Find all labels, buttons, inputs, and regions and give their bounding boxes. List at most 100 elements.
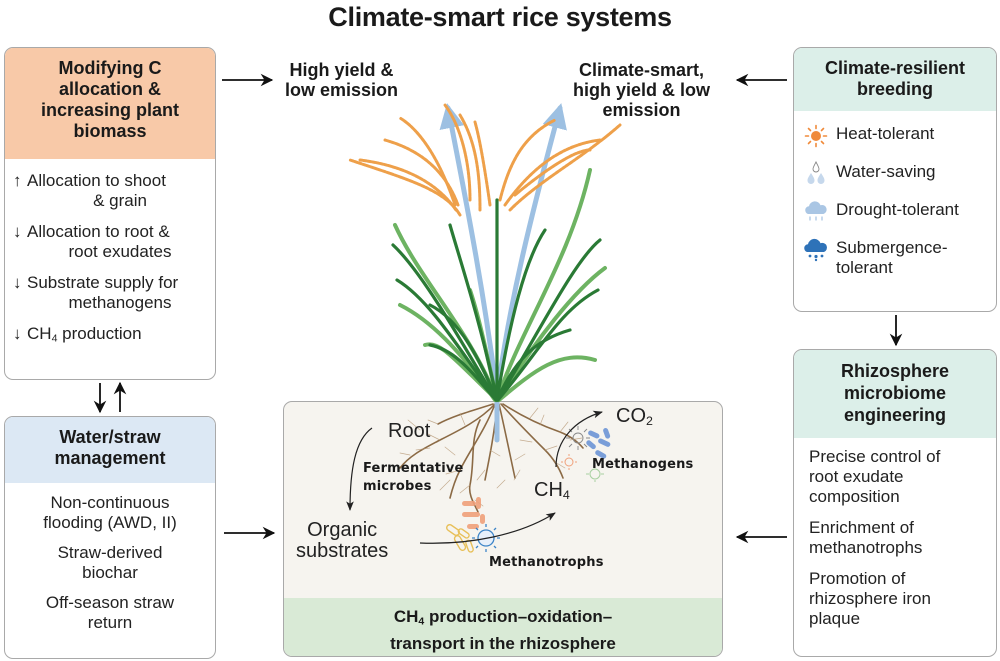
list-item: Off-season straw return: [9, 593, 211, 633]
decrease-arrow-icon: ↓: [13, 273, 22, 292]
header-line: Climate-resilient: [824, 58, 966, 78]
outcome-left-line1: High yield &: [289, 60, 394, 80]
item-text: flooding (AWD, II): [43, 513, 177, 532]
root-label: Root: [388, 420, 431, 442]
breeding-header: Climate-resilient breeding: [794, 48, 996, 111]
caption-line: transport in the rhizosphere: [390, 633, 616, 653]
list-item: Straw-derived biochar: [9, 543, 211, 583]
header-line: engineering: [843, 405, 946, 425]
list-item: Drought-tolerant: [802, 200, 992, 224]
item-text: Enrichment of: [809, 518, 914, 537]
header-line: Rhizosphere: [840, 361, 950, 381]
co2-label: CO2: [616, 405, 653, 432]
item-text: biochar: [82, 563, 138, 582]
rice-leaves: [391, 168, 607, 402]
heavy-rain-cloud-icon: [802, 238, 830, 262]
rhizosphere-process-caption: CH4 production–oxidation– transport in t…: [284, 598, 722, 656]
item-text: Off-season straw: [45, 593, 175, 612]
caption-text: production–oxidation–: [424, 607, 613, 626]
label-line: microbes: [363, 479, 432, 494]
rice-panicles: [348, 103, 622, 217]
list-item: ↑ Allocation to shoot & grain: [13, 171, 211, 211]
caption-text: CH: [393, 607, 419, 626]
outcome-high-yield-low-emission: High yield & low emission: [285, 60, 398, 100]
outcome-climate-smart: Climate-smart, high yield & low emission: [573, 60, 710, 120]
fermentative-microbes-label: Fermentative microbes: [363, 460, 464, 496]
header-line: biomass: [73, 121, 147, 141]
list-item: Precise control of root exudate composit…: [809, 447, 992, 507]
list-item: Enrichment of methanotrophs: [809, 518, 992, 558]
outcome-right-line3: emission: [602, 100, 681, 120]
item-text: production: [57, 324, 142, 343]
header-line: Modifying C: [58, 58, 162, 78]
c-allocation-list: ↑Allocation to shoot & grain ↓Allocation…: [5, 159, 215, 349]
breeding-list: Heat-tolerant Water-saving: [794, 111, 996, 278]
subscript: 4: [418, 615, 425, 628]
c-allocation-header: Modifying C allocation & increasing plan…: [5, 48, 215, 159]
label-line: Organic: [307, 519, 378, 541]
rhizosphere-box: Rhizosphere microbiome engineering Preci…: [793, 349, 997, 657]
list-item: Water-saving: [802, 161, 992, 186]
sun-icon: [802, 124, 830, 148]
label-line: substrates: [296, 540, 389, 562]
item-text-line: tolerant: [836, 258, 893, 277]
label-text: CH: [534, 479, 563, 501]
item-text: composition: [809, 487, 900, 506]
header-line: increasing plant: [40, 100, 180, 120]
diagram-title: Climate-smart rice systems: [328, 2, 672, 32]
list-item: ↓Allocation to root & root exudates: [13, 222, 211, 262]
item-text: root exudate: [809, 467, 904, 486]
transport-arrows: [439, 103, 567, 443]
list-item: Heat-tolerant: [802, 124, 992, 148]
item-text: Allocation to root &: [27, 222, 170, 241]
outcome-right-line1: Climate-smart,: [578, 60, 705, 80]
c-allocation-box: Modifying C allocation & increasing plan…: [4, 47, 216, 380]
header-line: microbiome: [843, 383, 947, 403]
outcome-left-line2: low emission: [285, 80, 399, 100]
item-text: Non-continuous: [50, 493, 170, 512]
organic-substrates-label: Organic substrates: [296, 520, 388, 562]
header-line: allocation &: [58, 79, 161, 99]
subscript: 2: [646, 414, 653, 429]
label-text: CO: [616, 405, 646, 427]
item-text-line: Submergence-: [836, 238, 948, 257]
item-text: Allocation to shoot: [27, 171, 166, 190]
label-line: Fermentative: [363, 461, 464, 476]
outcome-right-line2: high yield & low: [573, 80, 711, 100]
decrease-arrow-icon: ↓: [13, 324, 22, 343]
methanogens-label: Methanogens: [592, 457, 694, 472]
item-text: rhizosphere iron: [809, 589, 931, 608]
water-straw-header: Water/straw management: [5, 417, 215, 483]
item-text: return: [87, 613, 133, 632]
item-text: CH: [27, 324, 52, 343]
item-text: Precise control of: [809, 447, 941, 466]
increase-arrow-icon: ↑: [13, 171, 22, 190]
item-text: Straw-derived: [57, 543, 163, 562]
item-text: root exudates: [68, 242, 172, 261]
rhizosphere-list: Precise control of root exudate composit…: [794, 438, 996, 629]
header-line: management: [54, 448, 166, 468]
header-line: Water/straw: [59, 427, 161, 447]
item-text: & grain: [93, 191, 147, 210]
methanotrophs-label: Methanotrophs: [489, 555, 604, 570]
item-text: Drought-tolerant: [836, 200, 959, 219]
subscript: 4: [562, 488, 570, 503]
item-text: methanogens: [68, 293, 172, 312]
water-drops-icon: [802, 161, 830, 186]
item-text: Submergence- tolerant: [830, 238, 948, 278]
item-text: plaque: [809, 609, 861, 628]
header-line: breeding: [856, 79, 933, 99]
list-item: ↓ CH4 production: [13, 324, 211, 349]
item-text: Water-saving: [836, 162, 936, 181]
subscript: 4: [51, 332, 58, 345]
list-item: Submergence- tolerant: [802, 238, 992, 278]
item-text: methanotrophs: [809, 538, 923, 557]
water-straw-list: Non-continuous flooding (AWD, II) Straw-…: [5, 483, 215, 633]
rhizosphere-header: Rhizosphere microbiome engineering: [794, 350, 996, 438]
list-item: Promotion of rhizosphere iron plaque: [809, 569, 992, 629]
light-rain-cloud-icon: [802, 200, 830, 224]
item-text: Promotion of: [809, 569, 906, 588]
water-straw-box: Water/straw management Non-continuous fl…: [4, 416, 216, 659]
breeding-box: Climate-resilient breeding Heat-tolerant: [793, 47, 997, 312]
item-text: Substrate supply for: [27, 273, 179, 292]
